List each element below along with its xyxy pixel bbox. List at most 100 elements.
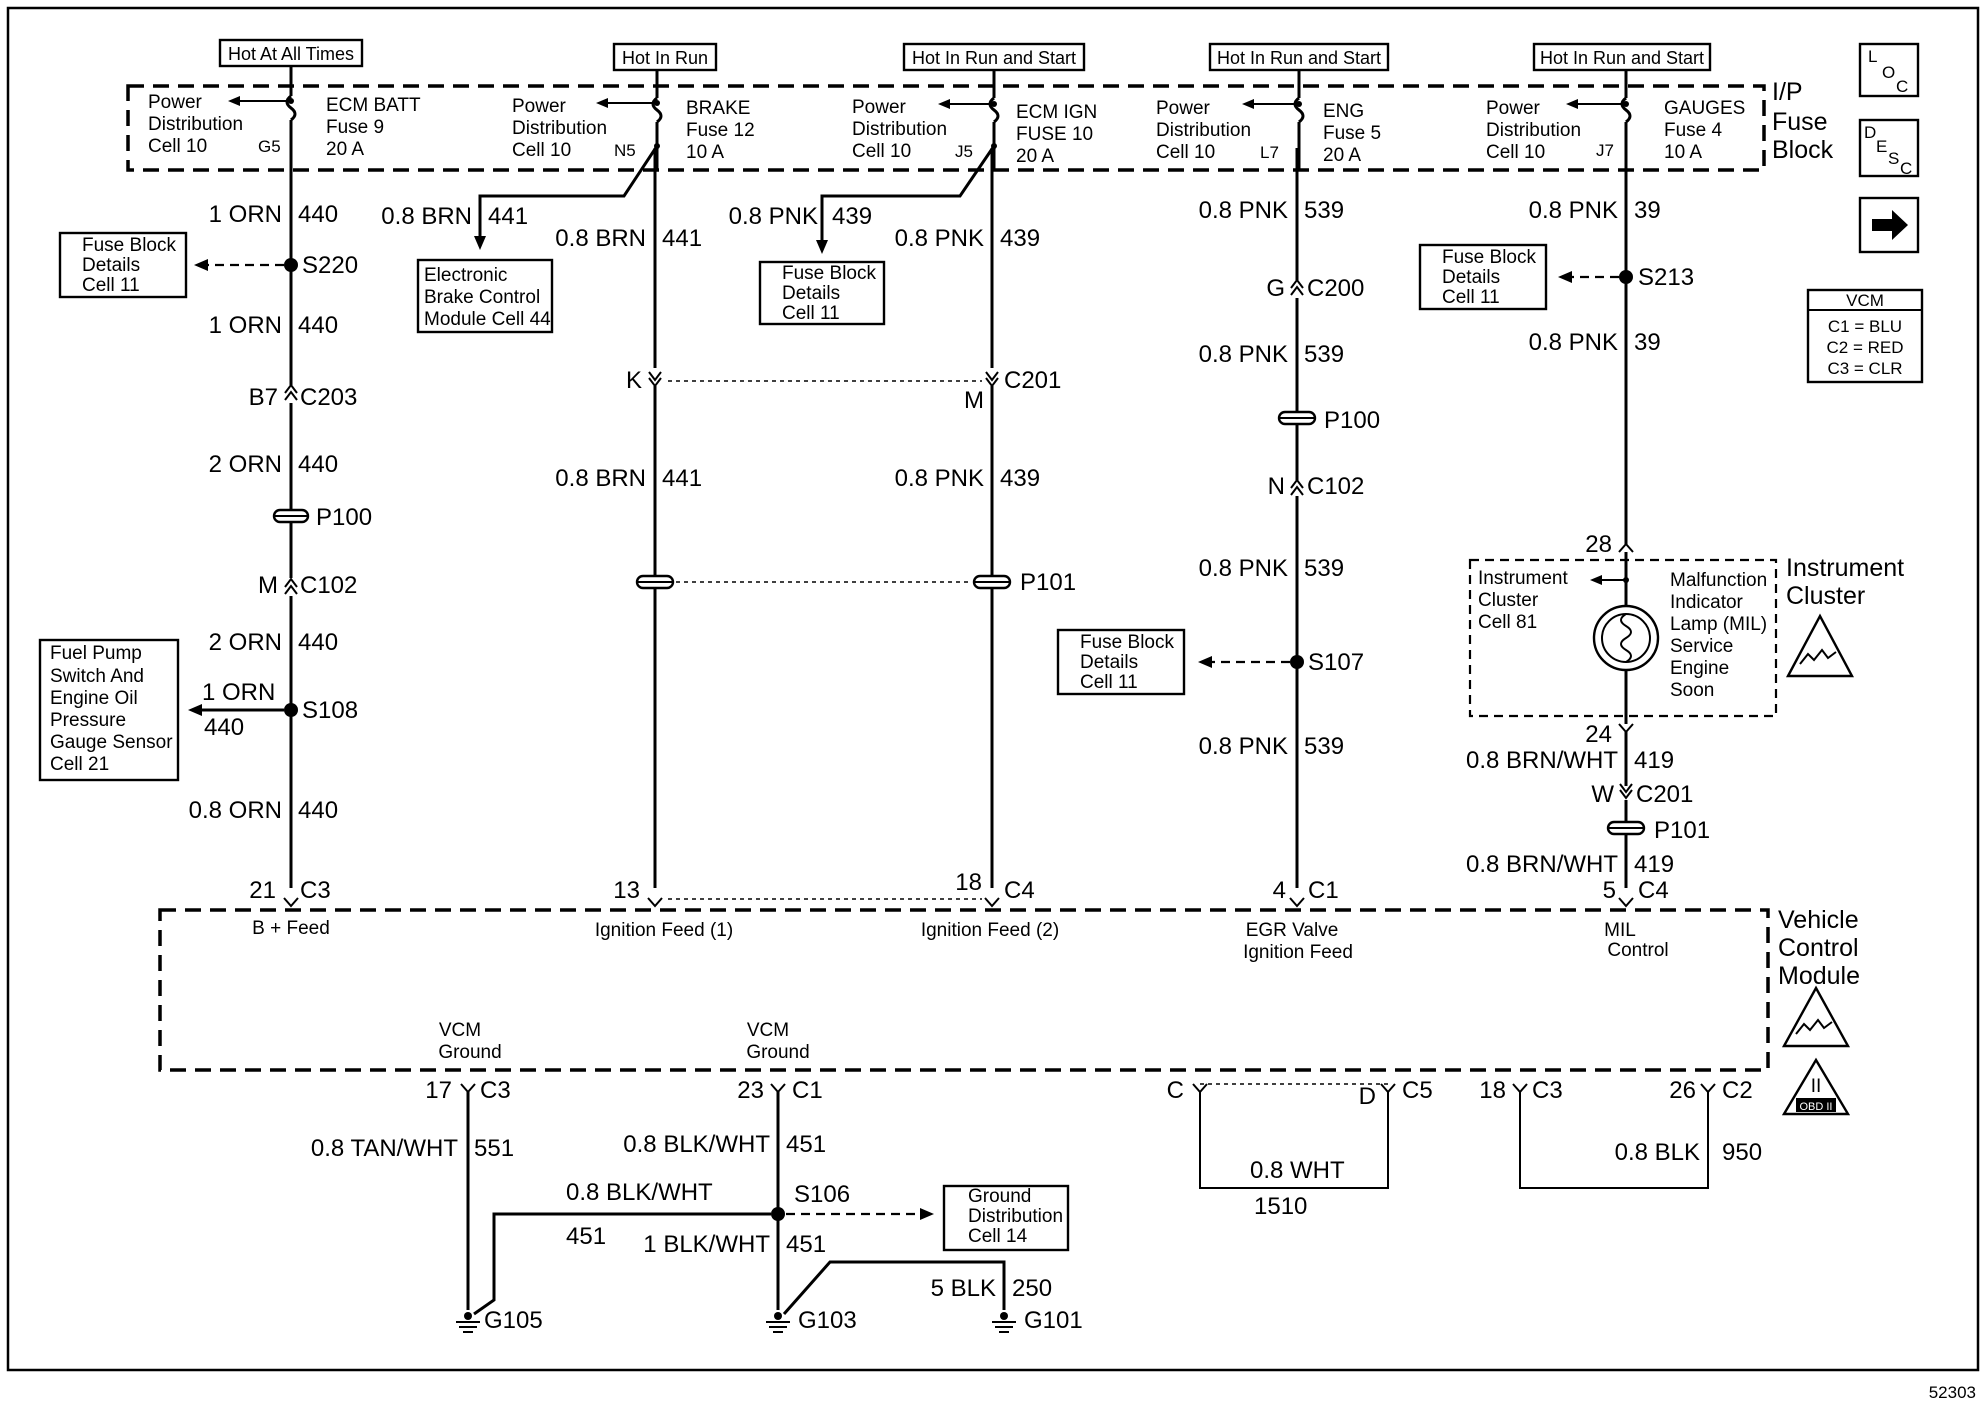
header-hot-in-run: Hot In Run [622,48,708,68]
svg-text:0.8 BRN/WHT: 0.8 BRN/WHT [1466,851,1618,878]
svg-text:0.8 WHT: 0.8 WHT [1250,1157,1345,1184]
svg-text:C2 = RED: C2 = RED [1827,338,1904,357]
svg-text:1 ORN: 1 ORN [209,312,282,339]
svg-text:5: 5 [1603,877,1616,904]
svg-text:5 BLK: 5 BLK [931,1275,996,1302]
svg-text:W: W [1591,781,1614,808]
svg-text:G: G [1266,275,1285,302]
svg-text:13: 13 [613,877,640,904]
svg-text:C1: C1 [792,1077,823,1104]
svg-text:4: 4 [1273,877,1286,904]
fuse-block-details-ref-3[interactable] [1056,628,1186,696]
svg-text:0.8 BLK: 0.8 BLK [1615,1139,1700,1166]
svg-text:P101: P101 [1654,817,1710,844]
circuit-539: 0.8 PNK 539 G C200 0.8 PNK 539 P100 N C1… [1056,148,1380,888]
svg-text:0.8 PNK: 0.8 PNK [895,225,984,252]
svg-text:2 ORN: 2 ORN [209,451,282,478]
svg-text:J5: J5 [955,142,973,161]
header-box-1 [612,42,718,72]
splice-s213 [1619,270,1633,284]
svg-text:Ignition Feed (2): Ignition Feed (2) [921,920,1059,941]
instrument-cluster-title: Instrument Cluster [1786,554,1911,610]
svg-text:ECM BATT Fuse 9 20: ECM BATT Fuse 9 20 A [326,95,426,160]
svg-text:C4: C4 [1004,877,1035,904]
svg-text:1510: 1510 [1254,1193,1307,1220]
svg-text:N: N [1268,473,1285,500]
svg-text:1 BLK/WHT: 1 BLK/WHT [643,1231,770,1258]
svg-text:C201: C201 [1636,781,1693,808]
next-arrow-button[interactable] [1858,196,1920,254]
fuel-pump-ref[interactable] [38,638,180,782]
vcm-legend: VCM C1 = BLU C2 = RED C3 = CLR [1806,288,1924,384]
splice-s220 [284,258,298,272]
fuse-block-details-ref-4[interactable] [1418,243,1548,311]
svg-text:C102: C102 [1307,473,1364,500]
svg-text:C3: C3 [480,1077,511,1104]
svg-text:28: 28 [1585,531,1612,558]
svg-text:VCM: VCM [1846,291,1884,310]
fuse-block-outline [126,84,1766,172]
svg-text:Power Distribution: Power Distribution Cell 10 [852,97,952,162]
ground-g105: G105 [456,1307,543,1334]
ground-g103: G103 [766,1307,857,1334]
ground-g101: G101 [992,1307,1083,1334]
svg-text:B7: B7 [249,384,278,411]
circuit-419: 24 0.8 BRN/WHT 419 W C201 P101 0.8 BRN/W… [1466,721,1710,888]
svg-text:0.8 PNK: 0.8 PNK [1529,197,1618,224]
svg-text:G101: G101 [1024,1307,1083,1334]
svg-text:451: 451 [566,1223,606,1250]
svg-text:1 ORN: 1 ORN [209,201,282,228]
svg-text:ECM IGN FUSE 10 20: ECM IGN FUSE 10 20 A [1016,102,1103,167]
fuse-eng: Power Distribution Cell 10 L7 ENG Fuse 5… [1156,86,1381,170]
svg-text:C1 = BLU: C1 = BLU [1828,317,1902,336]
figure-number: 52303 [1929,1383,1976,1402]
svg-text:L: L [1868,47,1877,66]
svg-text:440: 440 [298,312,338,339]
svg-text:441: 441 [488,203,528,230]
svg-text:C3: C3 [300,877,331,904]
svg-text:419: 419 [1634,747,1674,774]
svg-text:1 ORN: 1 ORN [202,679,275,706]
svg-text:Ignition Feed (1): Ignition Feed (1) [595,920,733,941]
circuit-551: 0.8 TAN/WHT 551 [311,1092,514,1310]
svg-text:S108: S108 [302,697,358,724]
svg-text:C201: C201 [1004,367,1061,394]
fuse-block-details-ref-2[interactable] [758,260,886,326]
fuse-gauges: Power Distribution Cell 10 J7 GAUGES Fus… [1486,86,1751,170]
svg-text:C3 = CLR: C3 = CLR [1827,359,1902,378]
svg-text:539: 539 [1304,555,1344,582]
svg-text:Power Distribution: Power Distribution Cell 10 [1486,98,1586,163]
svg-text:Power Distribution: Power Distribution Cell 10 [1156,98,1256,163]
header-box-3 [1208,42,1390,72]
ebcm-ref[interactable] [416,258,554,334]
svg-text:S220: S220 [302,252,358,279]
fuse-block-title: I/P Fuse Block [1772,78,1835,164]
splice-s106 [771,1207,785,1221]
svg-text:0.8 BLK/WHT: 0.8 BLK/WHT [566,1179,713,1206]
svg-text:440: 440 [298,451,338,478]
svg-text:D: D [1359,1083,1376,1110]
header-box-0 [218,38,364,68]
svg-text:439: 439 [832,203,872,230]
loc-button[interactable]: L O C [1858,42,1920,98]
desc-button[interactable]: D E S C [1858,118,1920,178]
svg-text:C2: C2 [1722,1077,1753,1104]
svg-text:II: II [1811,1076,1822,1097]
svg-text:B + Feed: B + Feed [252,918,330,939]
svg-text:GAUGES Fuse 4 10 A: GAUGES Fuse 4 10 A [1664,98,1751,163]
svg-text:J7: J7 [1596,141,1614,160]
fuse-block-details-ref-1[interactable] [58,231,188,299]
vehicle-control-module: Vehicle Control Module OBD II II 21 C3 B… [158,869,1860,1116]
ground-dist-ref[interactable] [942,1184,1070,1252]
svg-text:0.8 PNK: 0.8 PNK [729,203,818,230]
svg-text:0.8 PNK: 0.8 PNK [895,465,984,492]
fuse-ecm-ign: Power Distribution Cell 10 J5 ECM IGN FU… [852,86,1103,170]
